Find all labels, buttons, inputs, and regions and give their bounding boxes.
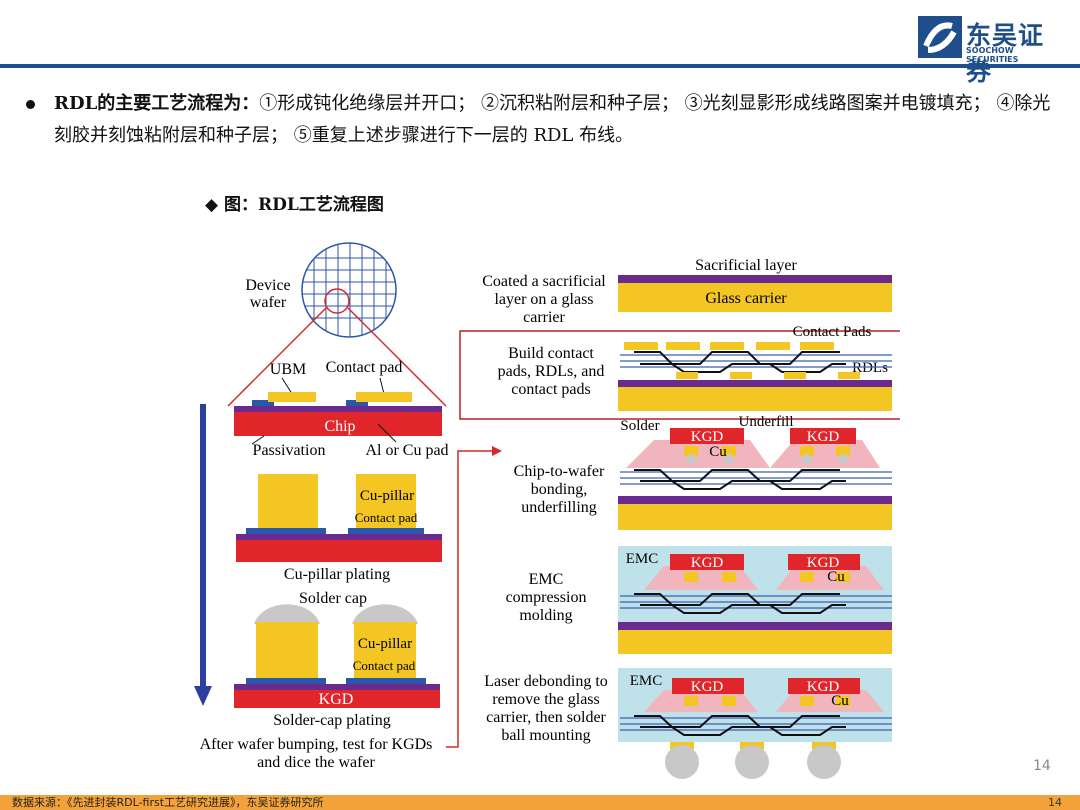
step3-line-1: Chip-to-wafer — [514, 463, 605, 480]
cu-3: Cu — [709, 444, 727, 460]
step5-line-3: carrier, then solder — [486, 709, 606, 726]
device-wafer — [301, 242, 397, 338]
solder-cap-plating-label: Solder-cap plating — [273, 712, 390, 729]
cu-5: Cu — [831, 693, 849, 709]
step3-line-3: underfilling — [521, 499, 597, 516]
glass-carrier-label: Glass carrier — [705, 290, 787, 307]
figure-title-text: 图：RDL工艺流程图 — [224, 195, 384, 215]
cu-pillar-label-2: Cu-pillar — [358, 636, 412, 652]
emc-5: EMC — [630, 673, 663, 689]
al-cu-pad-label: Al or Cu pad — [365, 442, 448, 459]
solder-label: Solder — [620, 418, 659, 434]
header-rule — [0, 64, 1080, 68]
rdl-stack-step2 — [618, 342, 892, 411]
logo-chinese-name: 东吴证券 — [966, 21, 1045, 86]
step5-line-2: remove the glass — [492, 691, 600, 708]
contact-pad-label: Contact pad — [326, 359, 403, 376]
kgd-4b: KGD — [807, 555, 840, 571]
step1-line-3: carrier — [523, 309, 565, 326]
kgd-label-left: KGD — [319, 691, 354, 708]
contact-pad-small-label: Contact pad — [355, 510, 418, 525]
solder-cap-stack — [234, 604, 440, 708]
solder-cap-label: Solder cap — [299, 590, 367, 607]
soochow-logo-icon — [918, 16, 962, 58]
footer-bar: 数据来源：《先进封装RDL-first工艺研究进展》，东吴证券研究所 14 — [0, 795, 1080, 810]
kgd-3a: KGD — [691, 429, 724, 445]
step4-line-1: EMC — [529, 571, 564, 588]
contact-pad-small-label-2: Contact pad — [353, 658, 416, 673]
bullet-dot — [26, 100, 35, 109]
soochow-logo: 东吴证券 SOOCHOW SECURITIES — [918, 16, 1068, 86]
cu-4: Cu — [827, 569, 845, 585]
sacrificial-layer-label: Sacrificial layer — [695, 257, 797, 274]
debond-ball-mount-step5 — [618, 668, 892, 779]
rdls-label: RDLs — [852, 360, 888, 376]
step5-line-1: Laser debonding to — [484, 673, 608, 690]
cu-pillar-plating-label: Cu-pillar plating — [284, 566, 390, 583]
logo-english-name: SOOCHOW SECURITIES — [966, 46, 1019, 64]
cu-pillar-stack — [236, 474, 442, 562]
kgd-4a: KGD — [691, 555, 724, 571]
kgd-3b: KGD — [807, 429, 840, 445]
ubm-label: UBM — [270, 361, 306, 378]
bullet-text: ①形成钝化绝缘层并开口； ②沉积粘附层和种子层； ③光刻显影形成线路图案并电镀填… — [54, 93, 1051, 146]
flow-connector-arrow — [446, 446, 502, 748]
step3-line-2: bonding, — [531, 481, 587, 498]
after-bumping-line-1: After wafer bumping, test for KGDs — [200, 736, 433, 753]
bullet-paragraph: RDL的主要工艺流程为：①形成钝化绝缘层并开口； ②沉积粘附层和种子层； ③光刻… — [54, 88, 1054, 152]
chip-stack — [234, 392, 442, 436]
chip-bonding-step3 — [618, 428, 892, 530]
emc-4: EMC — [626, 551, 659, 567]
page-number: 14 — [1033, 758, 1051, 774]
device-wafer-label-2: wafer — [250, 294, 287, 311]
step2-line-3: contact pads — [511, 381, 591, 398]
after-bumping-line-2: and dice the wafer — [257, 754, 375, 771]
underfill-label: Underfill — [739, 414, 794, 430]
emc-molding-step4 — [618, 546, 892, 654]
passivation-label: Passivation — [253, 442, 326, 459]
figure-title: ◆ 图：RDL工艺流程图 — [205, 195, 384, 215]
bullet-lead: RDL的主要工艺流程为： — [54, 93, 260, 114]
kgd-5a: KGD — [691, 679, 724, 695]
rdl-process-figure: Device wafer UBM Contact pad Chip Passiv… — [194, 242, 900, 779]
step4-line-2: compression — [506, 589, 587, 606]
footer-page-number: 14 — [1048, 796, 1062, 809]
step2-line-2: pads, RDLs, and — [498, 363, 605, 380]
kgd-5b: KGD — [807, 679, 840, 695]
cu-pillar-label: Cu-pillar — [360, 488, 414, 504]
step1-line-1: Coated a sacrificial — [482, 273, 606, 290]
step1-line-2: layer on a glass — [494, 291, 593, 308]
step5-line-4: ball mounting — [501, 727, 590, 744]
step2-line-1: Build contact — [508, 345, 594, 362]
device-wafer-label-1: Device — [245, 277, 290, 294]
step4-line-3: molding — [519, 607, 572, 624]
source-note: 数据来源：《先进封装RDL-first工艺研究进展》，东吴证券研究所 — [12, 796, 324, 809]
contact-pads-label: Contact Pads — [793, 324, 872, 340]
process-down-arrow — [194, 404, 212, 706]
highlight-box — [459, 330, 900, 420]
chip-label: Chip — [324, 418, 355, 435]
